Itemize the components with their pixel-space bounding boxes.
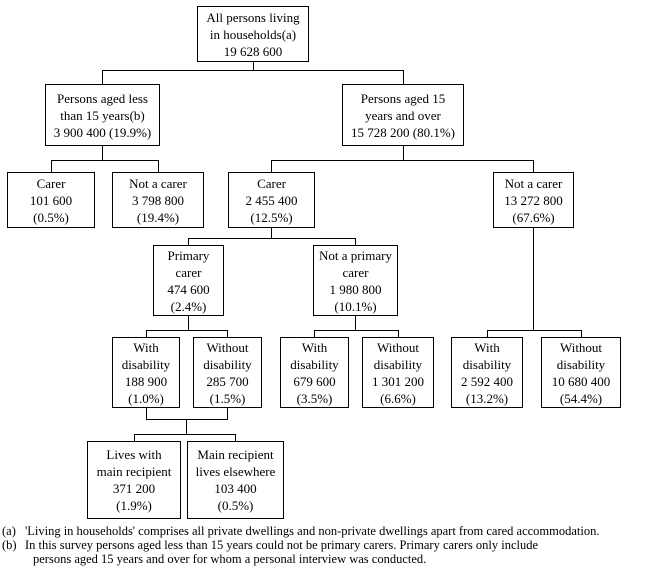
node-primary-carer: Primary carer 474 600 (2.4%): [153, 245, 224, 316]
node-aged-15-and-over: Persons aged 15 years and over 15 728 20…: [342, 84, 464, 146]
connector-line: [533, 160, 534, 172]
connector-line: [403, 70, 404, 84]
node-primary-without-disability: Without disability 285 700 (1.5%): [193, 337, 262, 408]
connector-line: [51, 160, 159, 161]
footnote-a-text: 'Living in households' comprises all pri…: [25, 524, 600, 538]
footnote-b-marker: (b): [2, 538, 17, 552]
connector-line: [146, 330, 147, 337]
connector-line: [227, 408, 228, 419]
connector-line: [146, 408, 147, 419]
node-not-primary-without-disability: Without disability 1 301 200 (6.6%): [362, 337, 434, 408]
connector-line: [102, 146, 103, 160]
node-primary-with-disability: With disability 188 900 (1.0%): [112, 337, 180, 408]
connector-line: [271, 160, 272, 172]
footnote-b: (b) In this survey persons aged less tha…: [2, 538, 651, 566]
connector-line: [253, 62, 254, 70]
connector-line: [146, 419, 228, 420]
connector-line: [487, 330, 488, 337]
connector-line: [102, 70, 103, 84]
node-all-persons: All persons living in households(a) 19 6…: [197, 6, 309, 62]
footnote-a: (a) 'Living in households' comprises all…: [2, 524, 651, 538]
node-not-carer-15-and-over: Not a carer 13 272 800 (67.6%): [493, 172, 574, 228]
footnote-b-text-line2: persons aged 15 years and over for whom …: [33, 552, 427, 566]
node-lives-with-main-recipient: Lives with main recipient 371 200 (1.9%): [87, 441, 181, 519]
connector-line: [398, 330, 399, 337]
connector-line: [533, 228, 534, 330]
node-not-primary-with-disability: With disability 679 600 (3.5%): [280, 337, 349, 408]
node-aged-under-15: Persons aged less than 15 years(b) 3 900…: [45, 84, 160, 146]
connector-line: [188, 316, 189, 330]
connector-line: [355, 316, 356, 330]
connector-line: [227, 330, 228, 337]
connector-line: [146, 330, 228, 331]
connector-line: [188, 238, 189, 245]
connector-line: [487, 330, 582, 331]
connector-line: [235, 434, 236, 441]
footnotes: (a) 'Living in households' comprises all…: [2, 524, 651, 566]
node-main-recipient-lives-elsewhere: Main recipient lives elsewhere 103 400 (…: [187, 441, 284, 519]
node-not-primary-carer: Not a primary carer 1 980 800 (10.1%): [313, 245, 398, 316]
connector-line: [314, 330, 399, 331]
node-not-carer-under-15: Not a carer 3 798 800 (19.4%): [112, 172, 204, 228]
footnote-a-marker: (a): [2, 524, 16, 538]
connector-line: [314, 330, 315, 337]
connector-line: [134, 434, 236, 435]
node-not-carer-without-disability: Without disability 10 680 400 (54.4%): [541, 337, 621, 408]
node-carer-under-15: Carer 101 600 (0.5%): [7, 172, 95, 228]
connector-line: [355, 238, 356, 245]
connector-line: [102, 70, 404, 71]
connector-line: [186, 419, 187, 434]
connector-line: [51, 160, 52, 172]
connector-line: [271, 160, 534, 161]
node-not-carer-with-disability: With disability 2 592 400 (13.2%): [451, 337, 523, 408]
connector-line: [188, 238, 356, 239]
connector-line: [271, 228, 272, 238]
connector-line: [134, 434, 135, 441]
connector-line: [581, 330, 582, 337]
footnote-b-text-line1: In this survey persons aged less than 15…: [25, 538, 539, 552]
node-carer-15-and-over: Carer 2 455 400 (12.5%): [228, 172, 315, 228]
connector-line: [158, 160, 159, 172]
connector-line: [403, 146, 404, 160]
